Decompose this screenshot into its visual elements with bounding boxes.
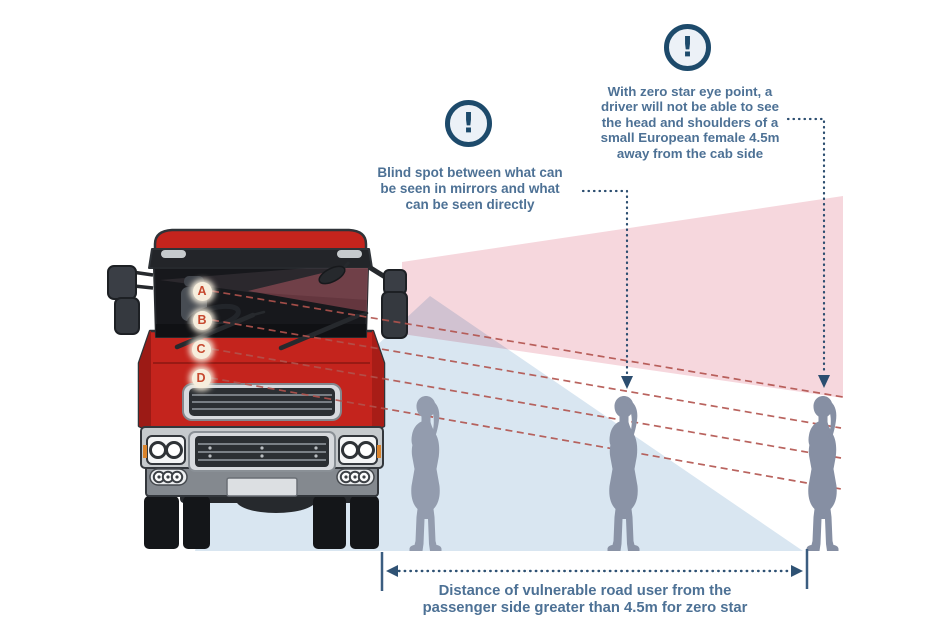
visor-marker-light-right [337, 250, 362, 258]
blind-spot-note: Blind spot between what can be seen in m… [330, 165, 610, 214]
side-reflector-right [377, 445, 381, 458]
connector-blind-spot [581, 189, 633, 389]
truck-left-deflector [139, 331, 151, 429]
blind-spot-note-line: can be seen directly [405, 197, 535, 213]
fog-lights-right [336, 468, 375, 486]
eye-point-label-b: B [192, 310, 212, 330]
zero-star-note-line: the head and shoulders of a [601, 114, 779, 130]
visor-marker-light-left [161, 250, 186, 258]
pedestrian-figure-3 [806, 396, 839, 551]
bumper-grille [188, 431, 336, 472]
sight-line-c [211, 348, 842, 459]
fog-lights-left [149, 468, 188, 486]
arrowhead-down-right [818, 375, 830, 388]
arrowhead-right [791, 565, 803, 577]
headlight-left [146, 435, 186, 465]
zero-star-note-line: With zero star eye point, a [607, 84, 773, 99]
license-plate [226, 477, 298, 497]
blind-spot-region [402, 196, 843, 398]
truck-roof [153, 228, 368, 253]
zero-star-note: With zero star eye point, a driver will … [550, 84, 830, 161]
distance-note: Distance of vulnerable road user from th… [385, 583, 785, 617]
arrowhead-down-middle [621, 376, 633, 389]
mirror-right [367, 264, 408, 339]
sight-lines [210, 290, 844, 490]
zero-star-note-line: small European female 4.5m [600, 130, 780, 146]
connector-zero-star [786, 117, 830, 388]
measurement-arrow [380, 549, 809, 591]
zero-star-note-line: driver will not be able to see [600, 99, 780, 115]
warning-icon-zero-star: ! [664, 24, 711, 71]
eye-point-label-a: A [192, 281, 212, 301]
blind-spot-note-line: be seen in mirrors and what [380, 181, 560, 197]
windshield-wipers [174, 310, 369, 351]
distance-note-line: Distance of vulnerable road user from th… [438, 583, 732, 599]
sight-line-d [210, 377, 842, 490]
distance-note-line: passenger side greater than 4.5m for zer… [422, 599, 748, 616]
truck-upper-grille [182, 383, 342, 421]
truck [107, 228, 408, 549]
sight-line-b [211, 319, 842, 429]
mirror-left [107, 265, 154, 335]
truck-wheels [144, 496, 379, 549]
eye-point-label-d: D [191, 368, 211, 388]
side-reflector-left [143, 445, 147, 458]
truck-right-deflector [372, 331, 384, 429]
sight-line-a [211, 290, 844, 398]
zero-star-note-line: away from the cab side [616, 145, 764, 161]
blind-spot-note-line: Blind spot between what can [377, 165, 563, 180]
warning-icon-blind-spot: ! [445, 100, 492, 147]
eye-point-label-c: C [191, 339, 211, 359]
arrowhead-left [386, 565, 398, 577]
front-view-mirror [318, 261, 351, 285]
headlight-right [338, 435, 378, 465]
